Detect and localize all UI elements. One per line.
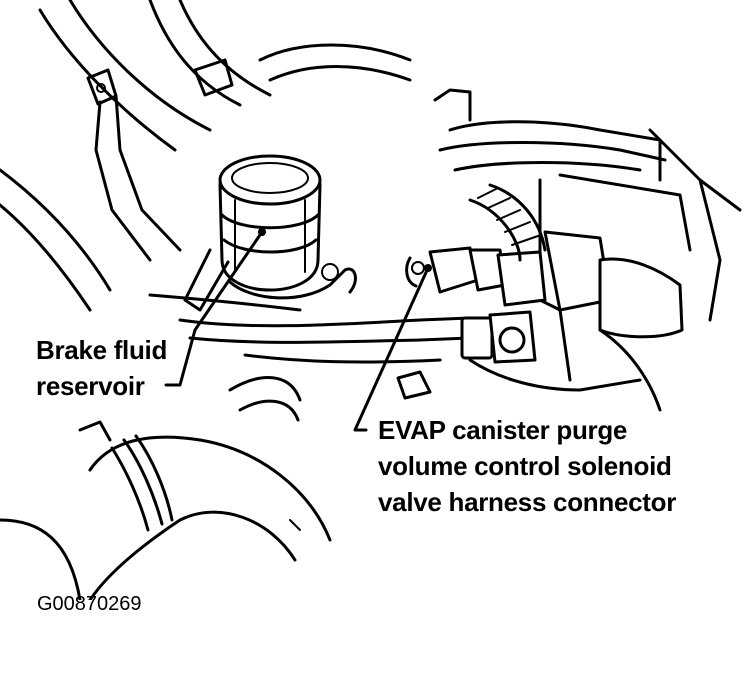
evap-connector-leader-line xyxy=(353,266,430,432)
brake-fluid-label-line2: reservoir xyxy=(36,371,145,401)
brake-reservoir-leader-line xyxy=(164,230,264,387)
figure-code: G00870269 xyxy=(37,593,142,615)
upper-hoses xyxy=(0,0,412,312)
brake-fluid-reservoir xyxy=(218,154,357,300)
intake-duct xyxy=(0,376,332,602)
engine-line-drawing xyxy=(0,0,742,602)
brake-lines xyxy=(148,248,494,364)
evap-label-line3: valve harness connector xyxy=(378,487,677,517)
brake-fluid-label-line1: Brake fluid xyxy=(36,335,168,365)
leader-lines xyxy=(164,228,432,432)
evap-label-line1: EVAP canister purge xyxy=(378,415,628,445)
evap-label-line2: volume control solenoid xyxy=(378,451,672,481)
top-left-bracket xyxy=(86,68,182,262)
evap-solenoid-assembly xyxy=(396,88,742,412)
